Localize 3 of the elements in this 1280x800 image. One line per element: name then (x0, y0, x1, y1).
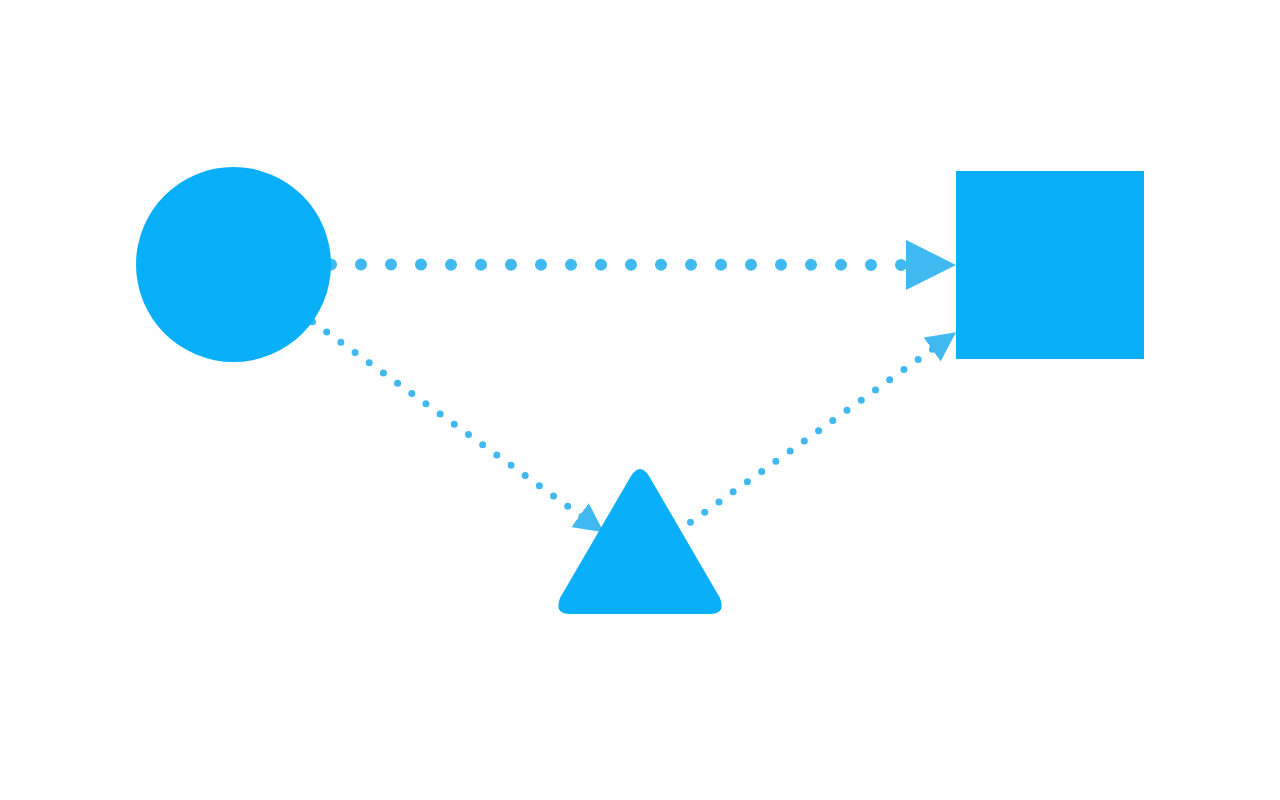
triangle-shape (558, 468, 722, 614)
circle-shape (136, 167, 331, 362)
square-shape (956, 171, 1144, 359)
